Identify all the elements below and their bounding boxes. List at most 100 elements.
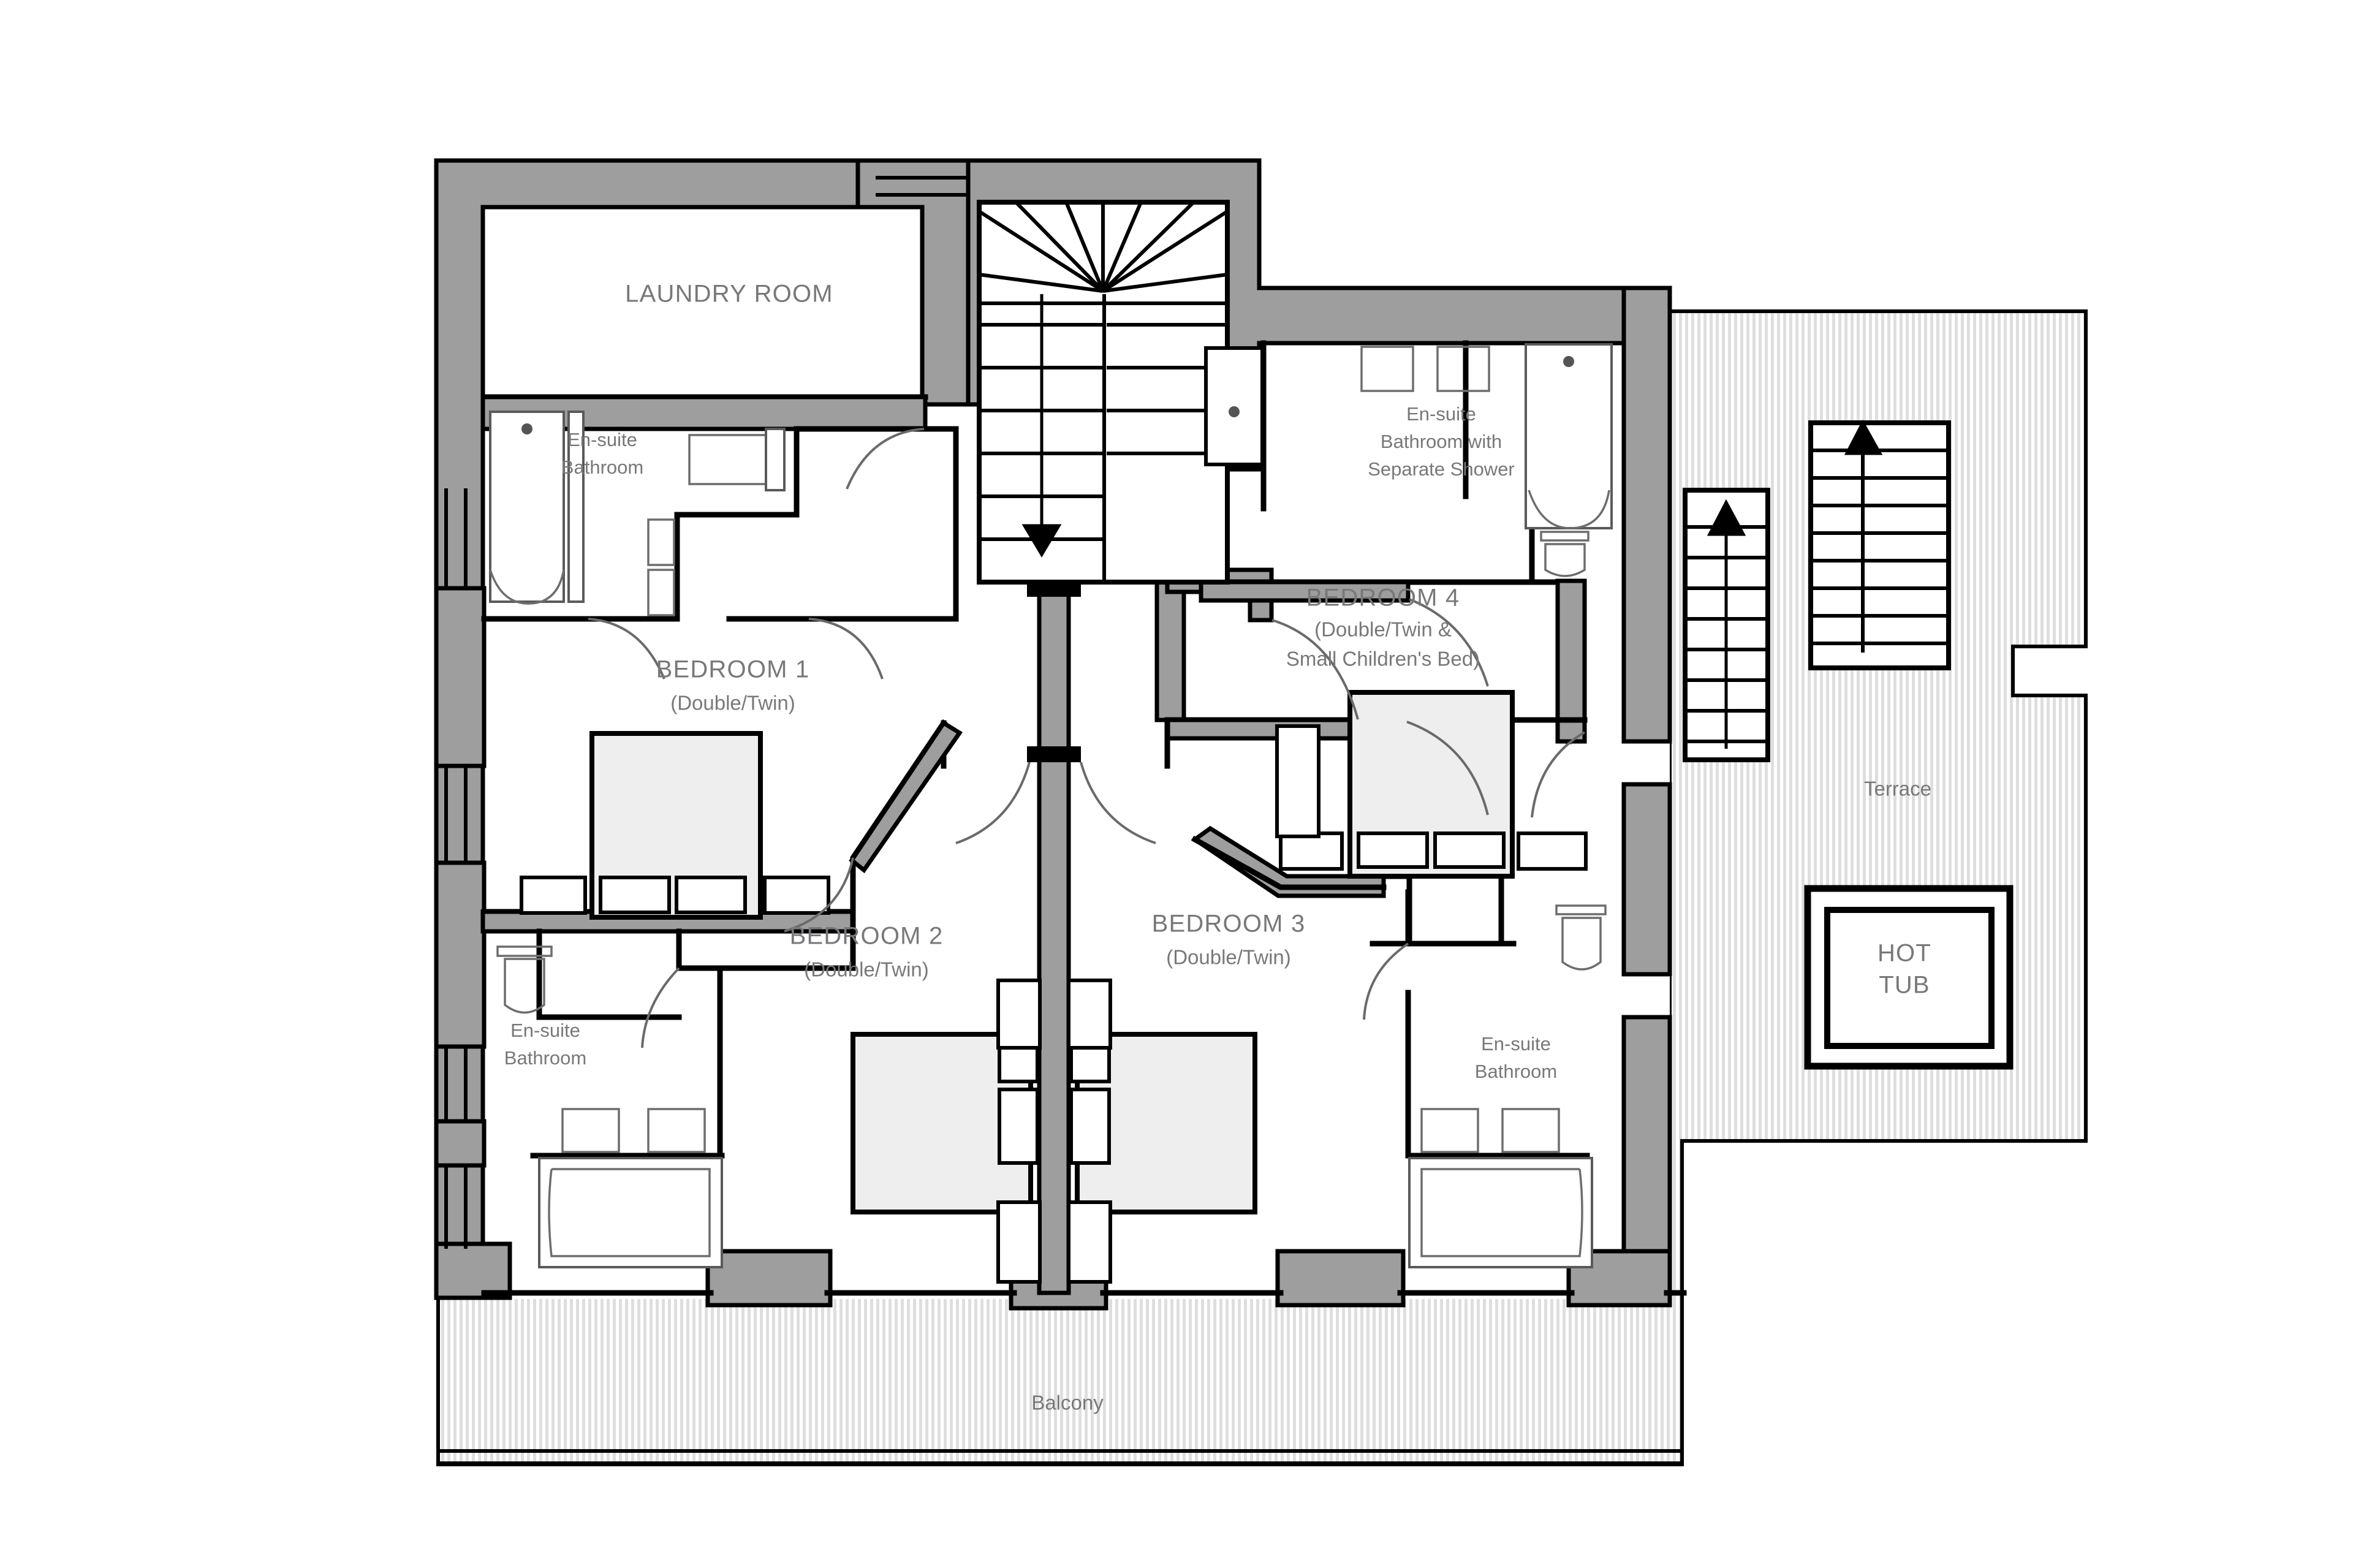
shower-ensuite1-head — [521, 423, 532, 434]
bathtub-ensuite2 — [538, 1157, 723, 1268]
nightstand-bedroom1-right — [763, 876, 830, 915]
pillow-bedroom3-mid — [1069, 1088, 1111, 1165]
label-ensuite-bedroom1-line1: En-suite — [567, 429, 637, 450]
beds-group — [520, 690, 1588, 1284]
basin-ensuite2-right — [647, 1108, 706, 1153]
wall-hall-spine — [1037, 580, 1071, 1295]
pier-bottom-3 — [1275, 1249, 1406, 1308]
wall-bed4-bottom-fill — [1199, 580, 1411, 603]
door-laundry — [846, 428, 925, 490]
door-ensuite3 — [1363, 942, 1409, 1020]
pillow-bedroom2-mid — [998, 1088, 1039, 1165]
toilet-ensuite4 — [1540, 531, 1590, 577]
wall-bed4-left-fill — [1154, 578, 1186, 722]
wall-right-upper — [1621, 286, 1672, 744]
room-labels: LAUNDRY ROOM BEDROOM 1 (Double/Twin) BED… — [625, 281, 1480, 981]
pier-left-3 — [434, 1119, 487, 1168]
wall-ensuite1-right — [674, 426, 800, 622]
label-bedroom1-sub: (Double/Twin) — [670, 692, 795, 714]
staircase-main — [977, 200, 1230, 585]
label-ensuite-bedroom3-line1: En-suite — [1481, 1033, 1551, 1055]
nightstand-bedroom2-top — [996, 979, 1042, 1050]
label-ensuite-bedroom1-line2: Bathroom — [561, 456, 643, 478]
toilet-ensuite1-cistern — [765, 428, 786, 491]
label-bedroom4-sub: (Double/Twin & — [1314, 618, 1452, 641]
label-bedroom4-sub2: Small Children's Bed) — [1286, 648, 1480, 670]
door-hall-right — [1080, 762, 1156, 844]
pillow-bedroom1-left — [599, 876, 671, 914]
label-bedroom4-title: BEDROOM 4 — [1306, 585, 1460, 612]
pier-left-2 — [434, 860, 487, 1049]
pier-bottom-1 — [705, 1249, 833, 1308]
door-terrace — [1531, 731, 1586, 818]
vanity-cabinet-ensuite4-knob — [1229, 406, 1240, 417]
basin-ensuite2-left — [561, 1108, 620, 1153]
shower-ensuite4-head — [1563, 356, 1574, 367]
door-bedroom3 — [1406, 721, 1489, 816]
shower-ensuite4-curve — [1528, 490, 1610, 529]
window-left-2 — [444, 764, 468, 865]
nightstand-bedroom3-bottom — [1067, 1200, 1112, 1284]
basin-ensuite3-left — [1420, 1108, 1479, 1153]
window-top-laundry — [876, 176, 976, 197]
hot-tub-inner-basin — [1824, 907, 1995, 1049]
door-bedroom2 — [784, 857, 854, 933]
bathtub-ensuite3-inner — [1420, 1168, 1583, 1257]
label-ensuite-bedroom4-line1: En-suite — [1406, 403, 1476, 425]
shower-ensuite1-screen — [567, 411, 585, 603]
label-balcony: Balcony — [1031, 1392, 1104, 1414]
door-ensuite1 — [588, 618, 665, 680]
door-bedroom1 — [808, 618, 884, 680]
basin-ensuite3-right — [1501, 1108, 1560, 1153]
wall-bed4-right-fill — [1555, 578, 1587, 744]
shower-ensuite1-curve — [489, 569, 565, 605]
label-ensuite-bedroom3-line2: Bathroom — [1475, 1061, 1557, 1082]
terrace-stair-inner-arrow-up — [1707, 499, 1746, 749]
nightstand-bedroom1-left — [520, 876, 587, 915]
label-bedroom2-title: BEDROOM 2 — [790, 923, 944, 950]
wall-ensuite1-closet — [794, 426, 959, 622]
label-bedroom2-sub: (Double/Twin) — [804, 958, 929, 981]
wall-bed2-left — [717, 909, 856, 971]
label-laundry-room: LAUNDRY ROOM — [625, 281, 833, 308]
bathroom-fixtures — [489, 343, 1613, 1268]
shower-ensuite4 — [1525, 343, 1613, 529]
staircase-winder-treads — [978, 201, 1229, 293]
label-ensuite-bedroom2-line1: En-suite — [510, 1020, 580, 1041]
pillow-bedroom4-left — [1357, 831, 1429, 869]
basin-ensuite1-upper — [647, 518, 675, 566]
pillow-bedroom1-right — [675, 876, 747, 914]
terrace-stair-outer-arrow-up — [1844, 419, 1883, 653]
wall-hall-cap-mid — [1027, 746, 1081, 762]
label-hot-tub-line1: HOT — [1877, 940, 1931, 967]
childrens-bed-bedroom4 — [1275, 724, 1320, 838]
door-hall-left — [955, 762, 1031, 844]
door-ensuite4 — [1409, 598, 1489, 687]
pier-left-4 — [434, 1241, 512, 1300]
bathtub-ensuite2-inner — [548, 1168, 711, 1257]
door-swings — [588, 428, 1586, 1048]
door-ensuite2 — [641, 967, 680, 1048]
nightstand-bedroom4-right — [1517, 831, 1588, 871]
bathroom-labels: En-suite Bathroom En-suite Bathroom En-s… — [504, 403, 1557, 1082]
window-left-1 — [444, 488, 468, 590]
label-bedroom3-sub: (Double/Twin) — [1166, 946, 1291, 969]
terrace-stair-outer-outline — [1808, 420, 1951, 670]
label-bedroom1-title: BEDROOM 1 — [656, 656, 810, 683]
label-ensuite-bedroom4-line2: Bathroom with — [1381, 431, 1502, 452]
wall-bed1-bevel — [849, 720, 963, 874]
balcony-outer-rail — [436, 1449, 1684, 1465]
hot-tub-group — [1804, 885, 2014, 1070]
label-hot-tub-line2: TUB — [1879, 972, 1930, 999]
wall-right-lower — [1621, 782, 1672, 977]
window-left-3 — [444, 1045, 468, 1123]
pillow-bedroom4-right — [1433, 831, 1506, 869]
basin-ensuite4-left — [1360, 346, 1414, 392]
label-bedroom3-title: BEDROOM 3 — [1152, 911, 1306, 937]
wall-ensuite3-closet — [1406, 873, 1517, 947]
toilet-ensuite3 — [1555, 904, 1607, 971]
shower-ensuite1 — [489, 411, 565, 603]
nightstand-bedroom3-top — [1067, 979, 1112, 1050]
